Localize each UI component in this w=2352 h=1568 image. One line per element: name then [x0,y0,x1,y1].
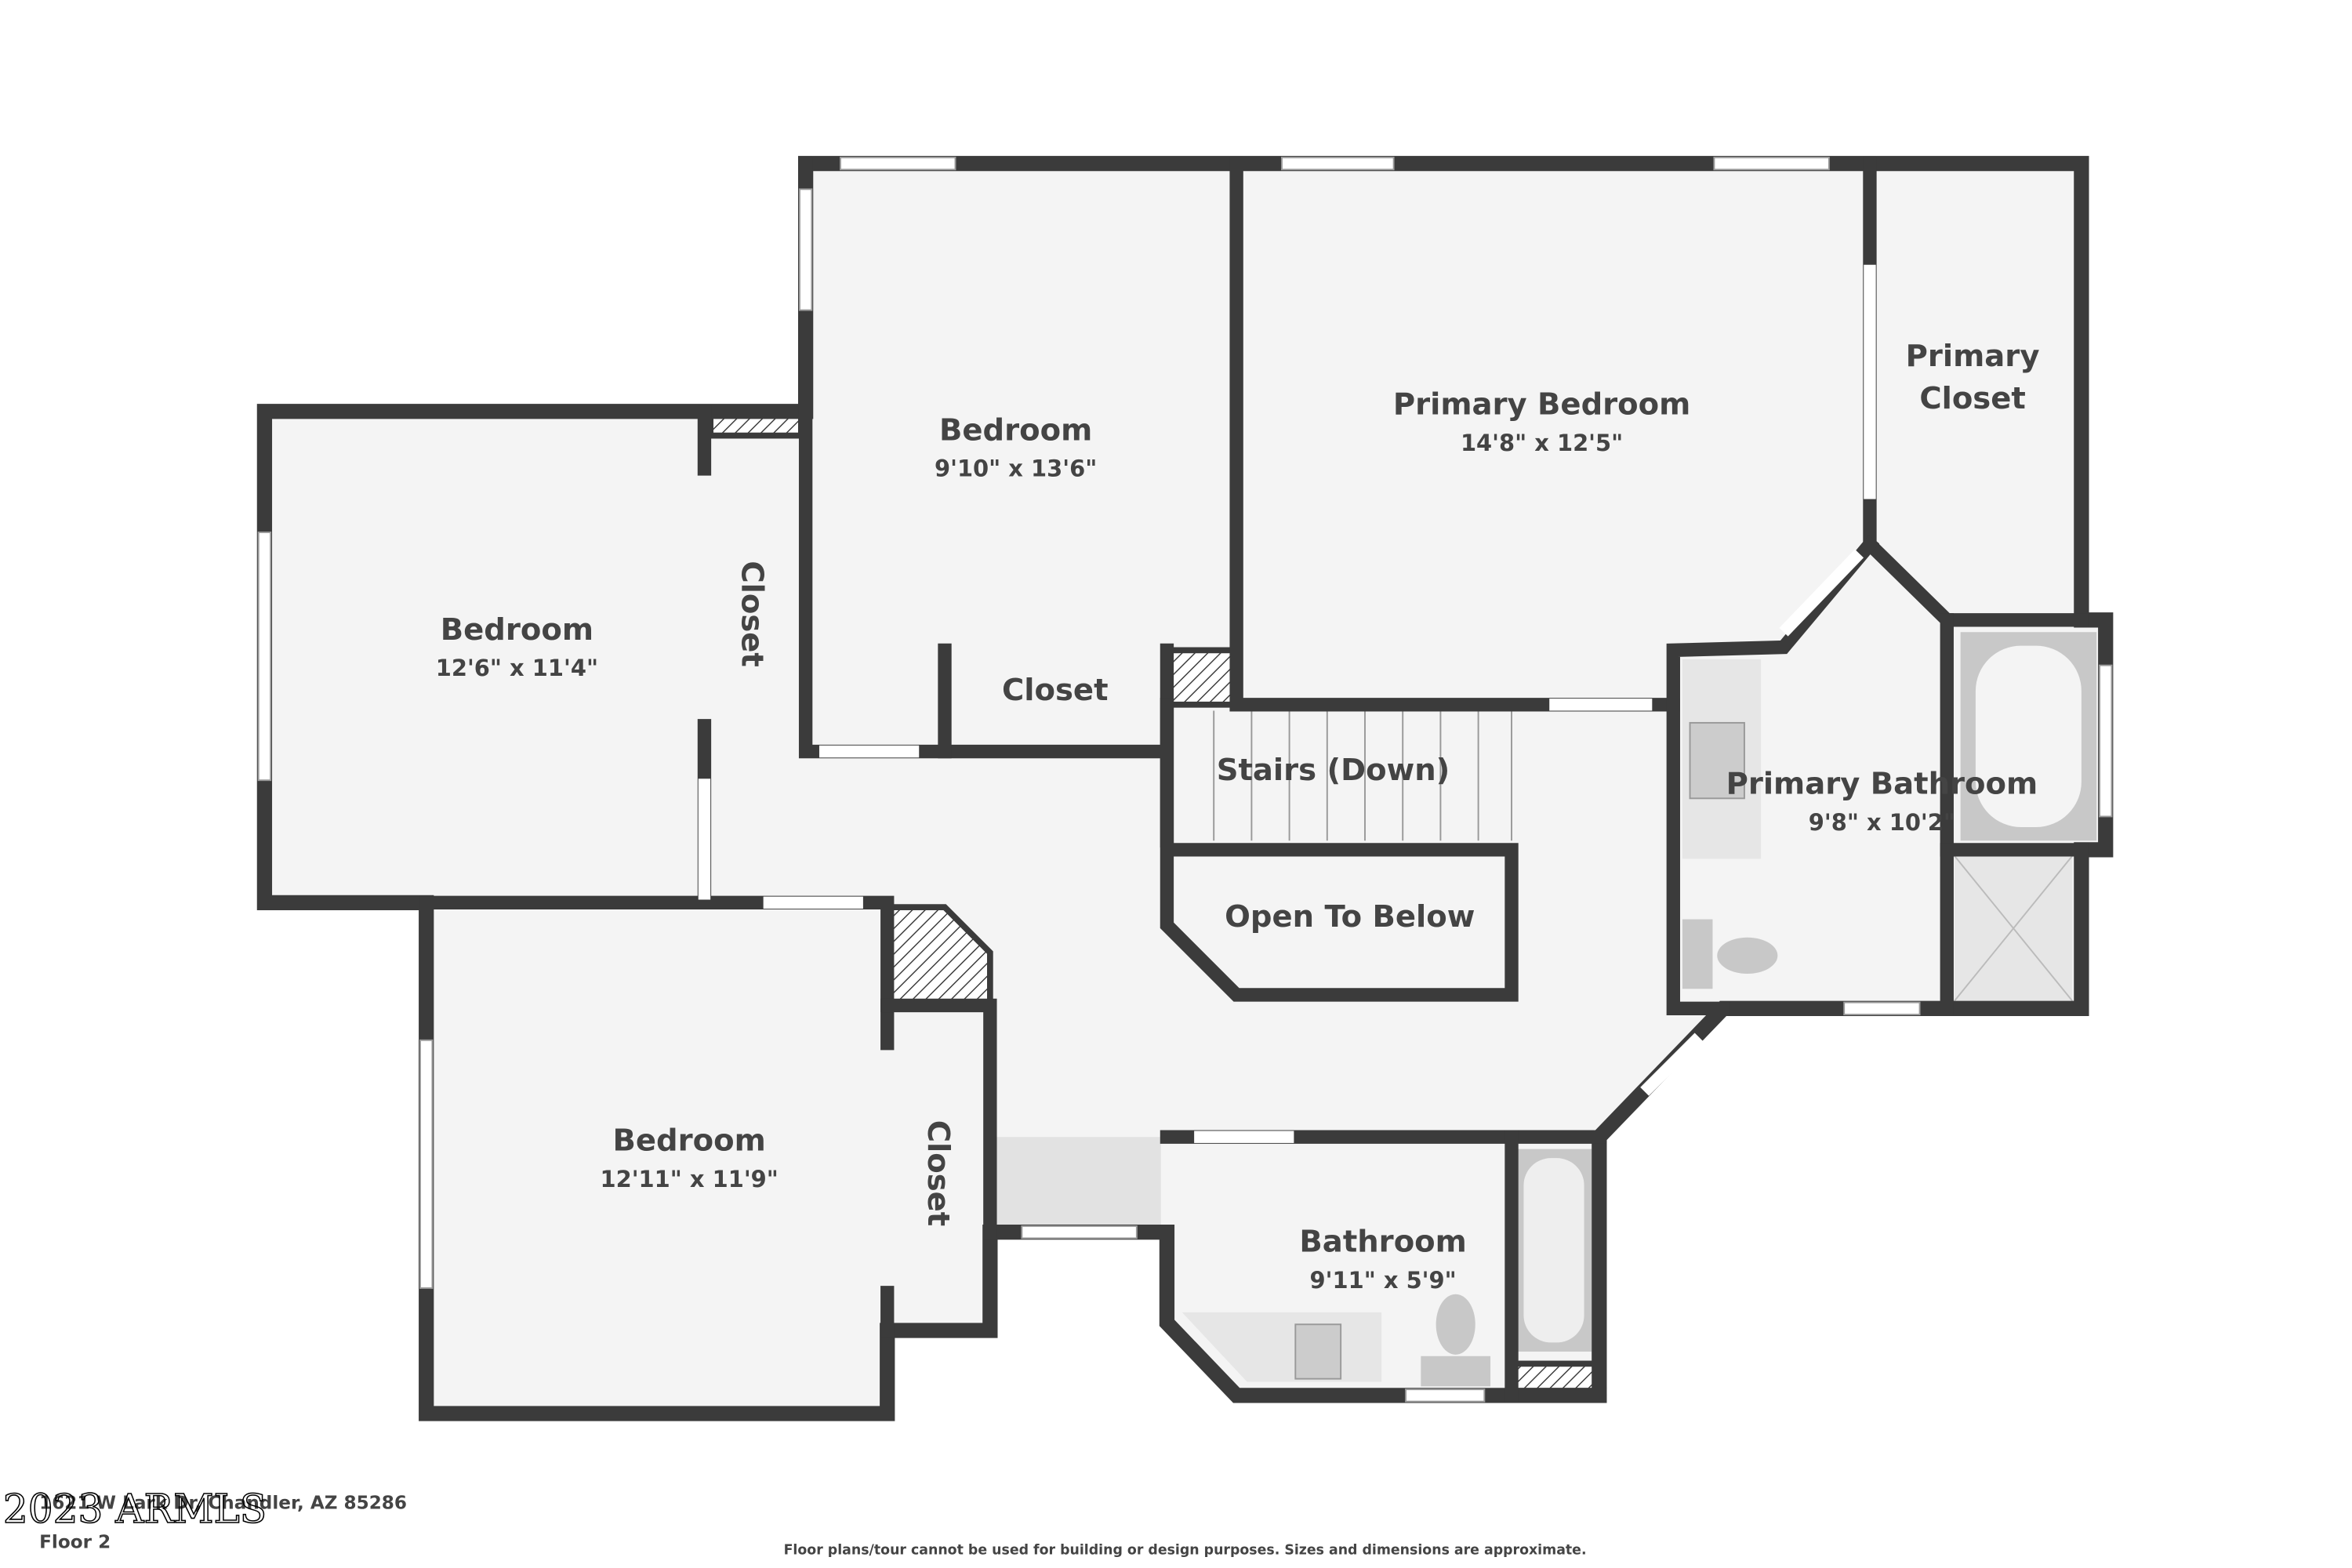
bath-sink [1294,1323,1342,1380]
room-name-primary-bathroom: Primary Bathroom [1726,767,2038,802]
chase-2 [1163,647,1240,708]
room-name-bedroom-3: Bedroom [613,1123,766,1159]
room-dims-bedroom-3: 12'11" x 11'9" [600,1166,778,1192]
primary-toilet-tank [1682,919,1713,989]
floor-label: Floor 2 [39,1533,111,1553]
room-dims-bathroom: 9'11" x 5'9" [1310,1267,1457,1294]
room-name-closet-3: Closet [920,1120,956,1226]
room-name-closet-2: Closet [1002,673,1109,708]
shower-x [1954,855,2074,1002]
room-dims-primary-bathroom: 9'8" x 10'2" [1809,809,1955,836]
primary-tub-inner [1975,645,2082,827]
room-dims-bedroom-2: 9'10" x 13'6" [935,456,1097,482]
address: 1621 W Lark Dr, Chandler, AZ 85286 [39,1493,407,1513]
interior-walls [419,156,2089,1403]
room-name-closet-1: Closet [735,561,770,667]
bath-toilet-tank [1421,1356,1491,1387]
room-name-stairs: Stairs (Down) [1217,753,1450,788]
hall-landing [994,1137,1161,1228]
primary-toilet [1717,937,1778,974]
primary-sink [1689,721,1745,800]
stairs [1213,710,1512,841]
windows [257,156,2113,1403]
bath-toilet [1436,1294,1475,1355]
room-name-bedroom-1: Bedroom [441,612,593,648]
floor-area [264,163,2106,1414]
room-name-bedroom-2: Bedroom [939,412,1092,448]
room-name-bathroom: Bathroom [1299,1225,1466,1260]
room-dims-primary-bedroom: 14'8" x 12'5" [1461,430,1623,456]
room-name-primary-closet-2: Closet [1919,381,2026,416]
room-name-primary-bedroom: Primary Bedroom [1393,387,1690,423]
room-dims-bedroom-1: 12'6" x 11'4" [436,655,598,681]
disclaimer: Floor plans/tour cannot be used for buil… [784,1542,1587,1558]
chase-4 [1508,1360,1599,1394]
room-name-primary-closet-1: Primary [1906,339,2040,374]
room-name-open-to-below: Open To Below [1225,899,1475,935]
bath-tub-inner [1523,1158,1584,1343]
watermark: 2023 ARMLS [3,1486,267,1532]
